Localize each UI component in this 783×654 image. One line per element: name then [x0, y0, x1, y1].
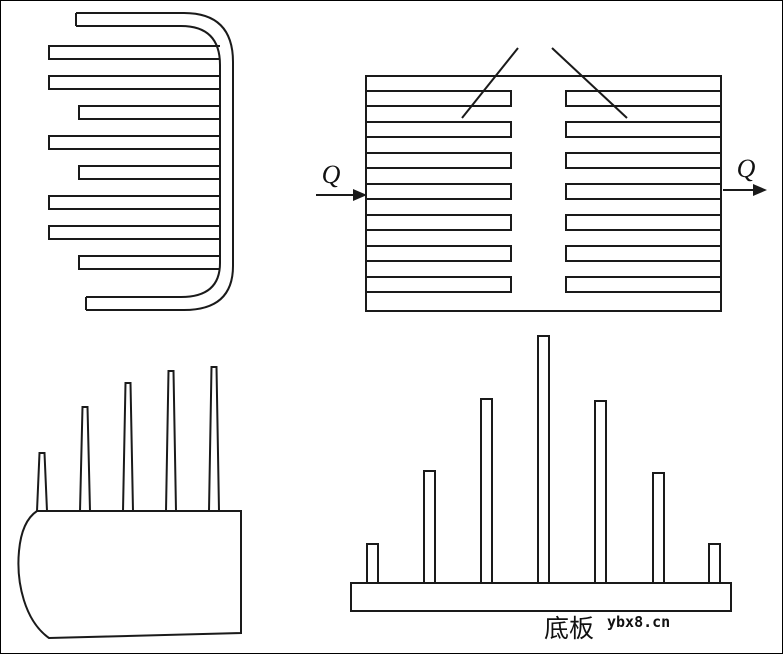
fin-row — [48, 195, 220, 210]
base-plate-label: 底板 — [544, 614, 594, 643]
left-fin — [365, 90, 512, 107]
left-fin — [365, 152, 512, 169]
right-fin — [565, 276, 722, 293]
pin-base-figure: 底板 ybx8.cn — [350, 335, 732, 643]
right-fin — [565, 121, 722, 138]
pin — [708, 543, 721, 584]
tapered-pin — [78, 406, 92, 512]
curved-base-body — [17, 510, 242, 640]
pin — [366, 543, 379, 584]
fin-row — [78, 105, 220, 120]
left-fin — [365, 276, 512, 293]
pin — [423, 470, 436, 584]
heat-flow-in-arrowhead — [353, 189, 367, 201]
fin-row — [78, 255, 220, 270]
heat-flow-in-label: Q — [322, 160, 341, 189]
base-plate — [350, 582, 732, 612]
heat-flow-out-arrowhead — [753, 184, 767, 196]
right-fin — [565, 183, 722, 200]
fin-row — [48, 135, 220, 150]
pin — [594, 400, 607, 584]
right-fin — [565, 214, 722, 231]
heatsink-outer-shell — [365, 75, 722, 312]
pin — [652, 472, 665, 584]
left-fin — [365, 245, 512, 262]
tapered-pin — [35, 452, 49, 512]
interleaved-fin-figure: Q Q — [316, 47, 767, 312]
right-fin — [565, 90, 722, 107]
left-fin — [365, 214, 512, 231]
pin — [537, 335, 550, 584]
tapered-pin-figure — [17, 366, 242, 640]
right-fin — [565, 152, 722, 169]
left-fin — [365, 121, 512, 138]
tapered-pin — [164, 370, 178, 512]
folded-fin-figure — [48, 12, 234, 311]
folded-fin-outer-wrap — [76, 12, 234, 311]
heat-flow-out-label: Q — [737, 154, 756, 183]
pin — [480, 398, 493, 584]
leader-line-left — [461, 47, 519, 119]
left-fin — [365, 183, 512, 200]
fin-row — [48, 75, 220, 90]
tapered-pin — [207, 366, 221, 512]
watermark-text: ybx8.cn — [607, 613, 670, 631]
tapered-pin — [121, 382, 135, 512]
fin-row — [48, 45, 220, 60]
fin-row — [78, 165, 220, 180]
leader-line-right — [551, 47, 628, 119]
fin-row — [48, 225, 220, 240]
right-fin — [565, 245, 722, 262]
folded-fin-inner-wrap — [76, 25, 221, 298]
